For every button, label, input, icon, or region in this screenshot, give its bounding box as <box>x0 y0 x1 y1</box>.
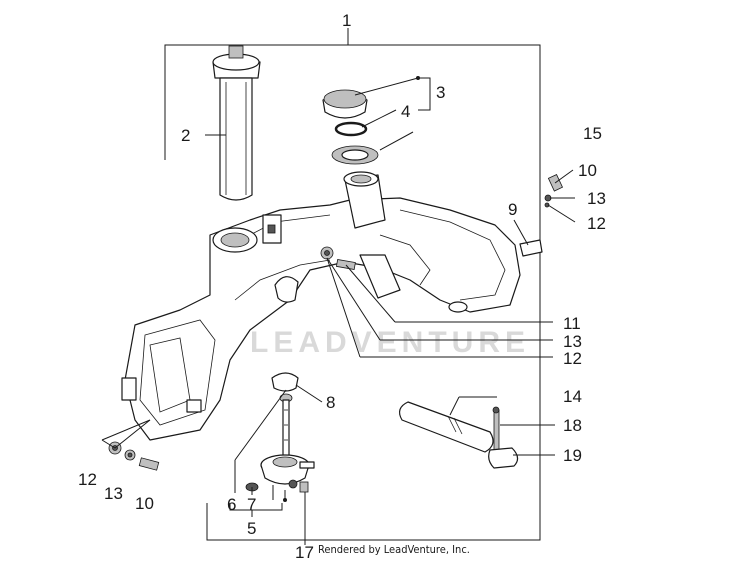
callout-17: 17 <box>295 543 314 562</box>
fuel-tap-part <box>245 372 315 493</box>
callout-labels: 1 2 3 4 15 10 13 9 12 11 13 12 8 14 18 1… <box>78 11 606 562</box>
callout-1: 1 <box>342 11 351 30</box>
callout-15: 15 <box>583 124 602 143</box>
assembly-frame <box>164 28 541 541</box>
leader-lines <box>101 76 576 545</box>
callout-8: 8 <box>326 393 335 412</box>
callout-2: 2 <box>181 126 190 145</box>
callout-19: 19 <box>563 446 582 465</box>
callout-5: 5 <box>247 519 256 538</box>
callout-6: 6 <box>227 495 236 514</box>
callout-11: 11 <box>563 314 581 333</box>
callout-3: 3 <box>436 83 445 102</box>
watermark: LEADVENTURE <box>250 326 530 359</box>
bolt-washer-right-part <box>519 174 564 257</box>
render-credit: Rendered by LeadVenture, Inc. <box>318 543 470 556</box>
callout-10-left: 10 <box>135 494 154 513</box>
callout-13-center: 13 <box>563 332 582 351</box>
cap-gasket-part <box>334 121 368 137</box>
callout-12-center: 12 <box>563 349 582 368</box>
callout-12-left: 12 <box>78 470 97 489</box>
callout-12-right: 12 <box>587 214 606 233</box>
callout-14: 14 <box>563 387 582 406</box>
callout-9: 9 <box>508 200 517 219</box>
callout-7: 7 <box>247 495 256 514</box>
callout-4: 4 <box>401 102 410 121</box>
fuel-tank-body <box>121 171 521 441</box>
fuel-cap-part <box>322 89 379 165</box>
callout-10-right: 10 <box>578 161 597 180</box>
callout-18: 18 <box>563 416 582 435</box>
callout-13-left: 13 <box>104 484 123 503</box>
fuel-sender-part <box>212 45 261 201</box>
callout-13-right: 13 <box>587 189 606 208</box>
hose-clamp-part <box>398 401 519 469</box>
